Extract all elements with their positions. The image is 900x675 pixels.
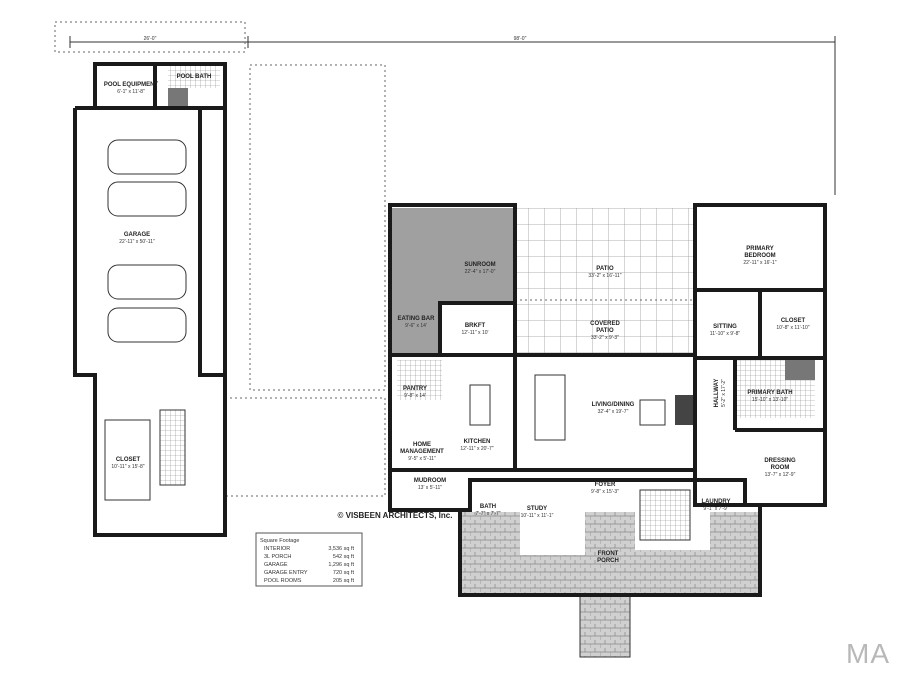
svg-text:CLOSET: CLOSET — [116, 457, 141, 463]
svg-text:GARAGE ENTRY: GARAGE ENTRY — [264, 570, 308, 576]
stair — [159, 409, 186, 486]
svg-text:MANAGEMENT: MANAGEMENT — [400, 449, 444, 455]
svg-text:12'-11" x 10': 12'-11" x 10' — [462, 330, 489, 336]
svg-text:22'-4" x 17'-0": 22'-4" x 17'-0" — [465, 269, 496, 275]
svg-text:EATING BAR: EATING BAR — [398, 316, 436, 322]
svg-text:HOME: HOME — [413, 442, 431, 448]
svg-text:26'-0": 26'-0" — [144, 36, 157, 42]
square-footage-table: Square Footage INTERIOR 3,536 sq ft 3L PO… — [255, 532, 363, 587]
svg-text:PRIMARY: PRIMARY — [746, 246, 773, 252]
svg-text:PRIMARY BATH: PRIMARY BATH — [747, 390, 792, 396]
svg-text:10'-8" x 11'-10": 10'-8" x 11'-10" — [776, 325, 809, 331]
svg-text:13' x 5'-11": 13' x 5'-11" — [418, 485, 442, 491]
svg-text:3,536 sq ft: 3,536 sq ft — [328, 546, 354, 552]
svg-text:BRKFT: BRKFT — [465, 323, 486, 329]
svg-text:5'-2" x 17'-2": 5'-2" x 17'-2" — [721, 379, 727, 407]
entry-court — [224, 397, 386, 497]
svg-text:SITTING: SITTING — [713, 324, 737, 330]
svg-text:SUNROOM: SUNROOM — [464, 262, 495, 268]
svg-text:11'-10" x 9'-8": 11'-10" x 9'-8" — [710, 331, 741, 337]
svg-text:720 sq ft: 720 sq ft — [333, 570, 355, 576]
svg-text:15'-10" x 13'-10": 15'-10" x 13'-10" — [752, 397, 789, 403]
svg-text:1,296 sq ft: 1,296 sq ft — [328, 562, 354, 568]
svg-text:98'-0": 98'-0" — [514, 36, 527, 42]
svg-text:22'-11" x 16'-1": 22'-11" x 16'-1" — [743, 260, 776, 266]
svg-text:6'-1" x 11'-8": 6'-1" x 11'-8" — [117, 89, 145, 95]
main-house — [388, 203, 827, 658]
svg-text:PATIO: PATIO — [596, 328, 614, 334]
svg-text:PATIO: PATIO — [596, 266, 614, 272]
svg-text:3L PORCH: 3L PORCH — [264, 554, 291, 560]
svg-text:COVERED: COVERED — [590, 321, 620, 327]
cars — [107, 139, 187, 343]
svg-text:12'-11" x 20'-7": 12'-11" x 20'-7" — [460, 446, 493, 452]
svg-text:GARAGE: GARAGE — [124, 232, 150, 238]
svg-text:PORCH: PORCH — [597, 558, 619, 564]
svg-text:Square Footage: Square Footage — [260, 538, 299, 544]
svg-text:7'-7" x 7'-7": 7'-7" x 7'-7" — [475, 511, 500, 517]
svg-text:ROOM: ROOM — [771, 465, 790, 471]
svg-text:HALLWAY: HALLWAY — [714, 379, 720, 408]
svg-text:9'-5" x 5'-11": 9'-5" x 5'-11" — [408, 456, 436, 462]
watermark: MA — [846, 638, 890, 669]
svg-text:DRESSING: DRESSING — [764, 458, 796, 464]
svg-text:INTERIOR: INTERIOR — [264, 546, 290, 552]
svg-text:205 sq ft: 205 sq ft — [333, 578, 355, 584]
svg-text:POOL ROOMS: POOL ROOMS — [264, 578, 302, 584]
svg-text:542 sq ft: 542 sq ft — [333, 554, 355, 560]
svg-text:MUDROOM: MUDROOM — [414, 478, 446, 484]
svg-text:33'-2" x 16'-11": 33'-2" x 16'-11" — [588, 273, 621, 279]
svg-text:POOL BATH: POOL BATH — [177, 74, 212, 80]
svg-text:10'-11" x 15'-8": 10'-11" x 15'-8" — [111, 464, 144, 470]
svg-text:BATH: BATH — [480, 504, 496, 510]
svg-text:FOYER: FOYER — [595, 482, 616, 488]
svg-text:FRONT: FRONT — [598, 551, 619, 557]
copyright: © VISBEEN ARCHITECTS, Inc. — [338, 511, 453, 520]
svg-text:GARAGE: GARAGE — [264, 562, 288, 568]
svg-text:STUDY: STUDY — [527, 506, 547, 512]
svg-text:BEDROOM: BEDROOM — [744, 253, 775, 259]
svg-text:PANTRY: PANTRY — [403, 386, 427, 392]
svg-text:POOL EQUIPMENT: POOL EQUIPMENT — [104, 82, 159, 88]
dimension-line: 26'-0" 98'-0" — [69, 36, 836, 195]
svg-text:LAUNDRY: LAUNDRY — [701, 499, 730, 505]
svg-text:KITCHEN: KITCHEN — [464, 439, 491, 445]
svg-text:32'-4" x 19'-7": 32'-4" x 19'-7" — [598, 409, 629, 415]
svg-text:LIVING/DINING: LIVING/DINING — [592, 402, 635, 408]
svg-text:9'-1" x 7'-9": 9'-1" x 7'-9" — [703, 506, 728, 512]
svg-text:22'-11" x 50'-11": 22'-11" x 50'-11" — [119, 239, 155, 245]
svg-text:9'-8" x 15'-3": 9'-8" x 15'-3" — [591, 489, 619, 495]
svg-text:10'-11" x 11'-1": 10'-11" x 11'-1" — [521, 513, 554, 519]
svg-text:33'-2" x 9'-3": 33'-2" x 9'-3" — [591, 335, 619, 341]
svg-text:9'-8" x 14': 9'-8" x 14' — [404, 393, 426, 399]
garage-wing — [73, 62, 227, 537]
svg-text:13'-7" x 12'-9": 13'-7" x 12'-9" — [765, 472, 796, 478]
paved-court — [249, 64, 386, 391]
svg-text:9'-6" x 14': 9'-6" x 14' — [405, 323, 427, 329]
svg-text:CLOSET: CLOSET — [781, 318, 806, 324]
